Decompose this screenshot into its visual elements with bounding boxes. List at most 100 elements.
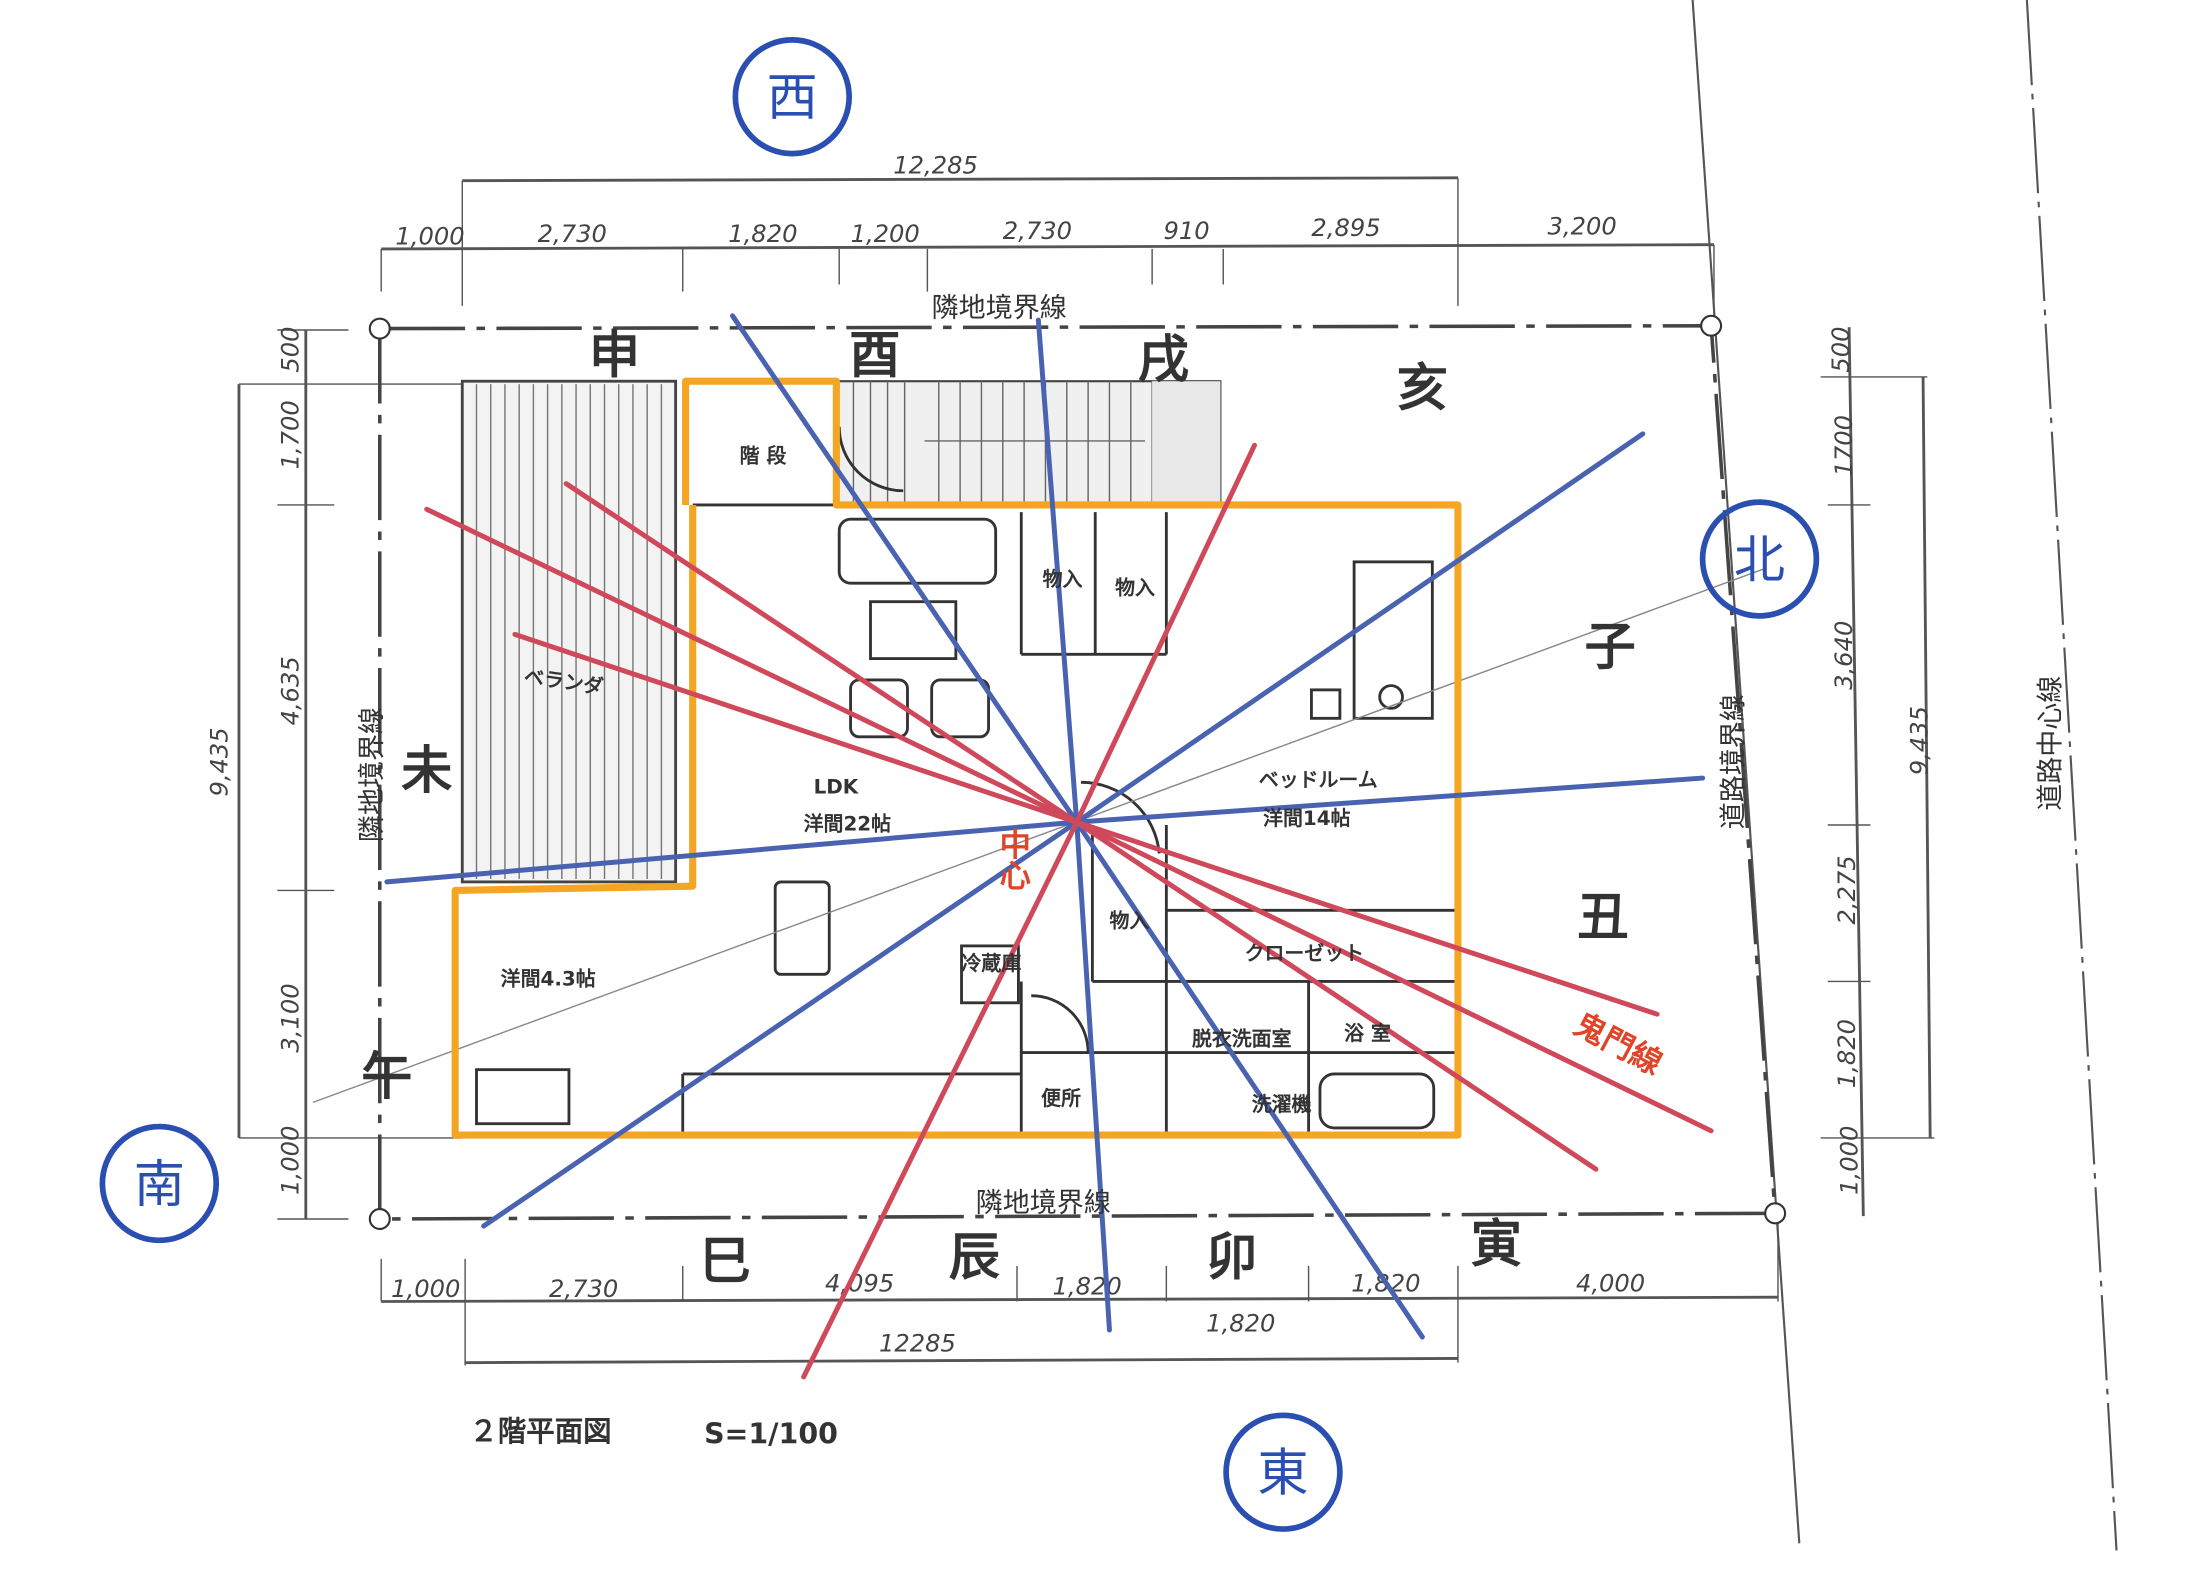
red-line — [1074, 442, 1258, 825]
room-bedroom: ベッドルーム — [1259, 769, 1378, 792]
blue-direction-lines — [384, 313, 1706, 1340]
zodiac-chou: 丑 — [1577, 888, 1628, 948]
boundary-label-left: 隣地境界線 — [357, 707, 388, 842]
dim-top: 2,730 — [1003, 217, 1072, 245]
direction-stamps: 西 北 南 東 — [99, 37, 1820, 1532]
zodiac-hai: 亥 — [1397, 358, 1448, 418]
room-labels: LDK 洋間22帖 ベッドルーム 洋間14帖 洋間4.3帖 ベランダ 階 段 物… — [501, 443, 1391, 1116]
blue-line — [1074, 775, 1706, 825]
blue-line — [1035, 317, 1080, 825]
room-storage: 物入 — [1115, 576, 1155, 600]
veranda — [460, 379, 678, 884]
stairs — [835, 380, 1222, 507]
dim-top: 3,200 — [1548, 213, 1617, 241]
room-closet: クローゼット — [1245, 941, 1364, 965]
dim-left-total: 9,435 — [206, 727, 234, 796]
red-line — [563, 481, 1080, 825]
blue-line — [1074, 819, 1112, 1333]
dim-right: 2,275 — [1833, 855, 1861, 924]
top-dimensions: 12,285 1,000 2,730 1,820 1,200 2,730 910… — [380, 152, 1715, 321]
dim-top-total: 12,285 — [893, 152, 978, 180]
blue-line — [730, 313, 1080, 825]
room-western: 洋間4.3帖 — [501, 967, 596, 991]
road-boundary-label: 道路境界線 — [1718, 694, 1749, 829]
boundary-label-top: 隣地境界線 — [932, 293, 1067, 324]
red-line — [801, 819, 1080, 1380]
dim-bottom: 1,820 — [1206, 1309, 1275, 1337]
boundary-corner — [1764, 1202, 1787, 1225]
dim-top: 1,000 — [395, 223, 464, 251]
zodiac-labels: 申 酉 戌 亥 子 丑 寅 卯 辰 巳 午 未 — [361, 326, 1635, 1292]
red-line — [1074, 819, 1660, 1017]
dim-right: 500 — [1827, 327, 1855, 373]
dim-left: 3,100 — [277, 983, 305, 1052]
dim-top: 2,895 — [1311, 214, 1380, 242]
right-dimensions: 500 1700 3,640 2,275 1,820 1,000 9,435 — [1820, 327, 1935, 1217]
dim-bottom: 4,095 — [825, 1270, 894, 1298]
boundary-corner — [1700, 314, 1723, 337]
room-bedroom-size: 洋間14帖 — [1263, 806, 1351, 830]
left-dimensions: 9,435 500 1,700 4,635 3,100 1,000 — [206, 327, 463, 1220]
dim-right: 1700 — [1830, 415, 1858, 477]
dim-right: 1,820 — [1833, 1019, 1861, 1088]
room-ldk: LDK — [814, 776, 860, 799]
zodiac-yin: 寅 — [1471, 1215, 1522, 1275]
room-toilet: 便所 — [1041, 1087, 1081, 1110]
bottom-dimensions: 1,000 2,730 4,095 1,820 1,820 1,820 4,00… — [380, 1223, 1779, 1366]
blue-line — [481, 819, 1080, 1229]
direction-east: 東 — [1257, 1444, 1308, 1504]
building-outline — [451, 377, 1462, 1139]
room-storage: 物入 — [1109, 908, 1149, 932]
road-center-label: 道路中心線 — [2036, 676, 2067, 811]
boundary-label-bottom: 隣地境界線 — [976, 1188, 1111, 1219]
red-line — [512, 631, 1080, 825]
direction-north: 北 — [1734, 531, 1785, 591]
zodiac-zi: 子 — [1585, 617, 1636, 677]
road-boundary-line — [1691, 0, 1801, 1544]
dim-left: 1,000 — [277, 1126, 305, 1195]
zodiac-mao: 卯 — [1206, 1227, 1257, 1287]
dim-bottom: 1,820 — [1053, 1272, 1122, 1300]
center-label: 中心 — [995, 827, 1031, 890]
zodiac-wu: 午 — [361, 1047, 412, 1107]
room-storage: 物入 — [1043, 567, 1083, 591]
dim-right-total: 9,435 — [1905, 706, 1933, 775]
dim-right: 3,640 — [1830, 621, 1858, 690]
drawing-title: ２階平面図 — [469, 1415, 611, 1448]
dim-top: 1,820 — [728, 220, 797, 248]
blue-line — [1074, 819, 1425, 1340]
dim-top: 1,200 — [851, 220, 920, 248]
dim-left: 1,700 — [277, 400, 305, 469]
drawing-scale: S=1/100 — [704, 1418, 838, 1451]
room-stairs: 階 段 — [740, 443, 787, 467]
red-line — [1074, 819, 1714, 1134]
boundary-corner — [368, 317, 391, 340]
dim-bottom: 1,000 — [391, 1275, 460, 1303]
zodiac-chen: 辰 — [949, 1227, 1000, 1287]
room-washroom: 脱衣洗面室 — [1192, 1026, 1292, 1050]
red-direction-lines — [424, 442, 1714, 1380]
direction-south: 南 — [134, 1155, 185, 1215]
dim-bottom-total: 12285 — [879, 1329, 956, 1357]
kimon-line-label: 鬼門線 — [1568, 1007, 1668, 1083]
room-ldk-size: 洋間22帖 — [804, 812, 892, 836]
blue-line — [384, 819, 1080, 885]
zodiac-shen: 申 — [589, 326, 640, 386]
dim-left: 4,635 — [277, 656, 305, 725]
room-bath: 浴 室 — [1344, 1021, 1391, 1045]
compass-axis-line — [312, 568, 1764, 1104]
zodiac-xu: 戌 — [1138, 330, 1189, 390]
dim-right: 1,000 — [1836, 1126, 1864, 1195]
zodiac-si: 巳 — [700, 1232, 751, 1292]
direction-west: 西 — [767, 68, 818, 128]
dim-left: 500 — [277, 327, 305, 373]
road-center-line — [2025, 0, 2118, 1551]
dim-bottom: 4,000 — [1576, 1270, 1645, 1298]
red-line — [424, 506, 1080, 825]
boundary-corner — [368, 1207, 391, 1231]
dim-top: 2,730 — [538, 220, 607, 248]
blue-line — [1074, 431, 1646, 825]
zodiac-wei: 未 — [401, 741, 452, 801]
room-washer: 洗濯機 — [1252, 1093, 1312, 1116]
